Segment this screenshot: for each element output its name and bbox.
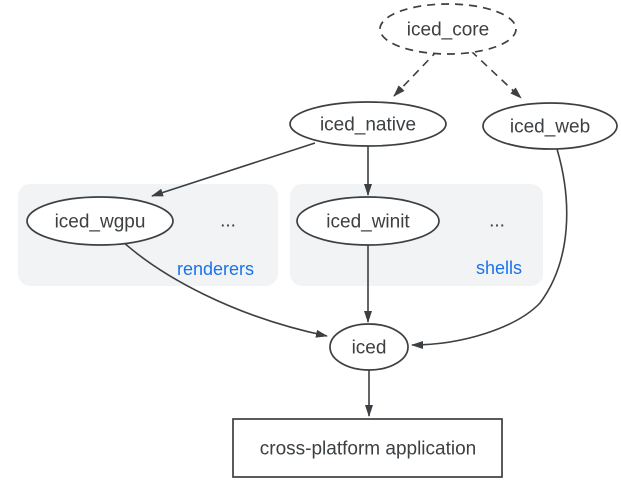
iced-native-label: iced_native — [320, 115, 416, 136]
cross-platform-application-label: cross-platform application — [260, 439, 476, 460]
node-iced-web: iced_web — [482, 102, 618, 150]
edge-iced-core-to-iced-web — [470, 50, 522, 99]
iced-shape — [329, 323, 409, 371]
renderers-ellipsis-label: ... — [220, 211, 236, 232]
cross-platform-application-shape — [232, 418, 503, 478]
node-iced-native: iced_native — [289, 101, 447, 147]
edge-iced-web-to-iced — [411, 148, 568, 349]
node-iced-winit: iced_winit — [296, 196, 440, 246]
iced-core-shape — [379, 3, 517, 55]
edge-iced-wgpu-to-iced — [121, 240, 328, 338]
node-iced: iced — [329, 323, 409, 371]
renderers-group-label: renderers — [177, 259, 254, 279]
node-iced-core: iced_core — [379, 3, 517, 55]
iced-wgpu-label: iced_wgpu — [55, 212, 146, 233]
iced-web-shape — [482, 102, 618, 150]
edge-iced-native-to-iced-wgpu — [151, 142, 316, 197]
iced-core-label: iced_core — [407, 20, 489, 41]
iced-winit-shape — [296, 196, 440, 246]
iced-winit-label: iced_winit — [326, 212, 410, 233]
iced-native-shape — [289, 101, 447, 147]
node-iced-wgpu: iced_wgpu — [26, 196, 174, 246]
iced-web-label: iced_web — [510, 117, 590, 138]
node-cross-platform-application: cross-platform application — [232, 418, 503, 478]
iced-wgpu-shape — [26, 196, 174, 246]
shells-ellipsis-label: ... — [489, 211, 505, 232]
shells-group-label: shells — [476, 258, 522, 278]
iced-label: iced — [352, 338, 387, 359]
edge-iced-core-to-iced-native — [393, 49, 439, 97]
